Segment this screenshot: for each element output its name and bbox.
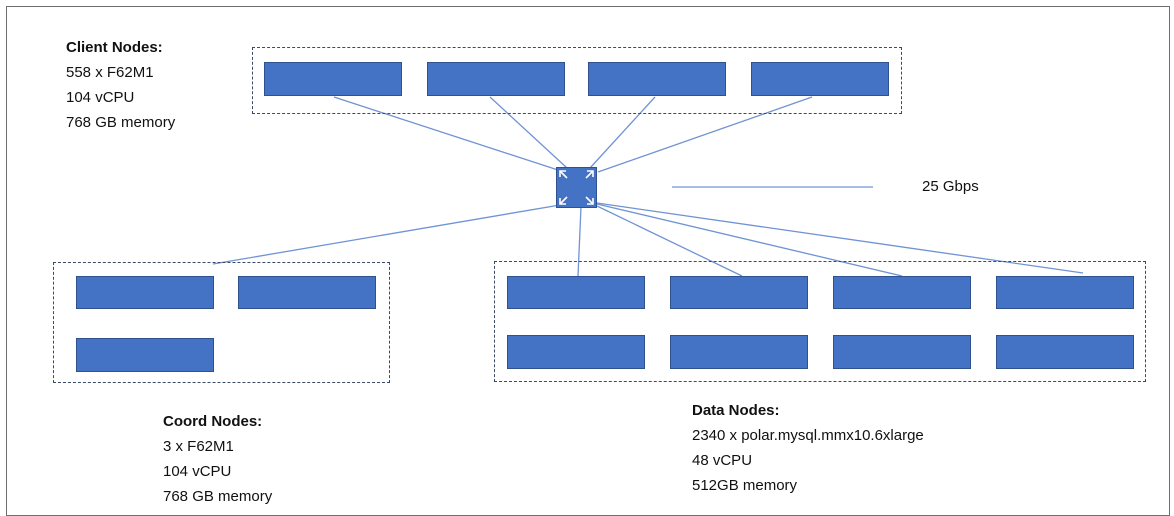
bandwidth-label: 25 Gbps bbox=[922, 178, 979, 195]
switch-icon bbox=[556, 167, 597, 208]
client-node bbox=[751, 62, 889, 96]
client-nodes-info: Client Nodes: 558 x F62M1 104 vCPU 768 G… bbox=[66, 35, 175, 135]
coord-nodes-info: Coord Nodes: 3 x F62M1 104 vCPU 768 GB m… bbox=[163, 409, 272, 509]
data-node bbox=[670, 335, 808, 369]
coord-nodes-count: 3 x F62M1 bbox=[163, 438, 234, 455]
data-node bbox=[507, 276, 645, 309]
data-nodes-heading: Data Nodes: bbox=[692, 402, 780, 419]
data-nodes-group bbox=[494, 261, 1146, 382]
coord-nodes-cpu: 104 vCPU bbox=[163, 463, 232, 480]
client-nodes-heading: Client Nodes: bbox=[66, 39, 163, 56]
data-nodes-memory: 512GB memory bbox=[692, 477, 798, 494]
data-nodes-cpu: 48 vCPU bbox=[692, 452, 753, 469]
client-nodes-group bbox=[252, 47, 902, 114]
data-node bbox=[996, 276, 1134, 309]
data-nodes-info: Data Nodes: 2340 x polar.mysql.mmx10.6xl… bbox=[692, 398, 924, 498]
coord-node bbox=[76, 276, 214, 309]
client-nodes-memory: 768 GB memory bbox=[66, 114, 176, 131]
client-node bbox=[264, 62, 402, 96]
data-nodes-count: 2340 x polar.mysql.mmx10.6xlarge bbox=[692, 427, 924, 444]
data-node bbox=[833, 335, 971, 369]
coord-nodes-group bbox=[53, 262, 390, 383]
data-node bbox=[833, 276, 971, 309]
client-node bbox=[588, 62, 726, 96]
coord-node bbox=[238, 276, 376, 309]
coord-nodes-memory: 768 GB memory bbox=[163, 488, 273, 505]
data-node bbox=[670, 276, 808, 309]
client-node bbox=[427, 62, 565, 96]
client-nodes-cpu: 104 vCPU bbox=[66, 89, 135, 106]
switch-arrows-icon bbox=[559, 170, 594, 205]
data-node bbox=[507, 335, 645, 369]
data-node bbox=[996, 335, 1134, 369]
client-nodes-count: 558 x F62M1 bbox=[66, 64, 154, 81]
coord-nodes-heading: Coord Nodes: bbox=[163, 413, 263, 430]
coord-node bbox=[76, 338, 214, 372]
